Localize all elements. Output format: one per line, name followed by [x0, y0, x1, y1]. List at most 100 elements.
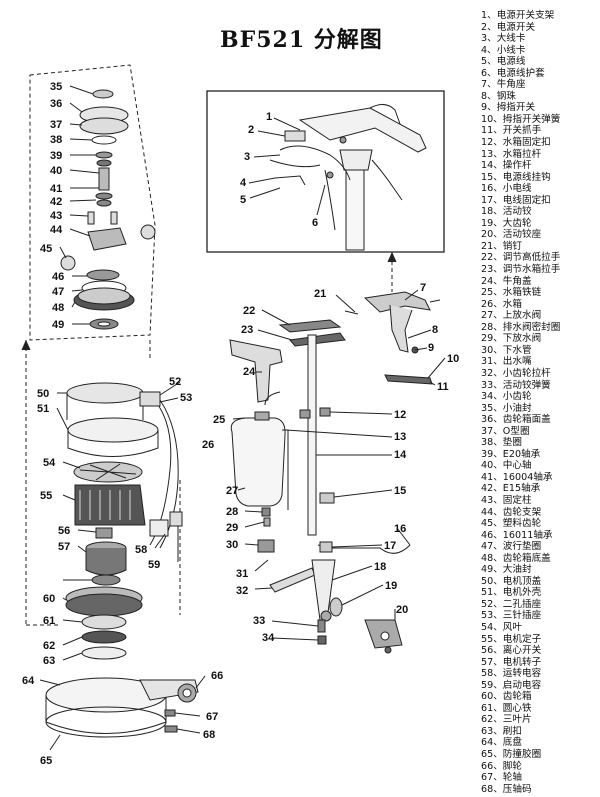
callout-4: 4: [240, 177, 247, 189]
parts-list-item: 25、水箱铁链: [481, 287, 542, 299]
parts-list: 1、电源开关支架 2、电源开关 3、大线卡 4、小线卡 5、电源线 6、电源线护…: [481, 10, 560, 795]
callout-57: 57: [58, 541, 70, 553]
callout-8: 8: [432, 324, 438, 336]
callout-10: 10: [447, 353, 459, 365]
parts-list-item: 19、大齿轮: [481, 217, 532, 229]
parts-list-item: 8、钢珠: [481, 90, 516, 102]
callout-44: 44: [50, 224, 63, 236]
parts-list-item: 48、齿轮箱底盖: [481, 552, 551, 564]
parts-list-item: 32、小齿轮拉杆: [481, 367, 551, 379]
parts-list-item: 41、16004轴承: [481, 471, 553, 483]
parts-list-item: 13、水箱拉杆: [481, 148, 542, 160]
parts-list-item: 65、防撞胶圈: [481, 749, 542, 760]
callout-54: 54: [43, 457, 56, 469]
callout-17: 17: [384, 540, 396, 552]
parts-list-item: 40、中心轴: [481, 460, 532, 472]
inset-connector: [387, 251, 397, 292]
parts-list-item: 9、拇指开关: [481, 102, 536, 114]
parts-list-item: 59、启动电容: [481, 679, 542, 691]
callout-59: 59: [148, 559, 160, 571]
parts-list-item: 10、拇指开关弹簧: [481, 113, 561, 125]
callout-6: 6: [312, 217, 318, 229]
parts-list-item: 16、小电线: [481, 183, 532, 195]
callout-15: 15: [394, 485, 406, 497]
handle-assembly: [229, 289, 446, 654]
parts-list-item: 21、销钉: [481, 240, 522, 252]
parts-list-item: 26、水箱: [481, 298, 522, 310]
callout-33: 33: [253, 615, 265, 627]
parts-list-item: 7、牛角座: [481, 79, 526, 91]
callout-53: 53: [180, 392, 192, 404]
callout-49: 49: [52, 319, 64, 331]
callout-38: 38: [50, 134, 62, 146]
parts-list-item: 36、齿轮箱面盖: [481, 414, 551, 426]
parts-list-item: 31、出水嘴: [481, 356, 532, 368]
parts-list-item: 63、刷扣: [481, 725, 522, 737]
parts-list-item: 12、水箱固定扣: [481, 137, 551, 149]
parts-list-item: 6、电源线护套: [481, 67, 545, 79]
switch-detail-inset: [206, 90, 445, 253]
callout-41: 41: [50, 183, 62, 195]
callout-32: 32: [236, 585, 248, 597]
gearbox-parts: [59, 85, 156, 330]
callout-48: 48: [52, 302, 64, 314]
callout-3: 3: [244, 151, 250, 163]
callout-12: 12: [394, 409, 406, 421]
callout-16: 16: [394, 523, 406, 535]
callout-27: 27: [226, 485, 238, 497]
callout-14: 14: [394, 449, 407, 461]
parts-list-item: 24、牛角盖: [481, 275, 532, 287]
callout-13: 13: [394, 431, 406, 443]
callout-26: 26: [202, 439, 214, 451]
parts-list-item: 49、大油封: [481, 564, 532, 576]
parts-list-item: 68、压轴码: [481, 783, 532, 795]
diagram-title: BF521 分解图: [220, 27, 383, 53]
callout-67: 67: [206, 711, 218, 723]
callout-52: 52: [169, 376, 181, 388]
gearbox-connector: [21, 339, 181, 626]
callout-68: 68: [203, 729, 215, 741]
parts-list-item: 5、电源线: [481, 56, 526, 68]
gearbox-dashed-box: [29, 64, 156, 341]
parts-list-item: 20、活动铰座: [481, 229, 542, 241]
callout-63: 63: [43, 655, 55, 667]
parts-list-item: 3、大线卡: [481, 33, 526, 45]
callout-45: 45: [40, 243, 52, 255]
callout-40: 40: [50, 165, 62, 177]
callout-64: 64: [22, 675, 35, 687]
motor-assembly: [39, 381, 206, 751]
callout-37: 37: [50, 119, 62, 131]
parts-list-item: 67、轮轴: [481, 772, 522, 784]
parts-list-item: 44、齿轮支架: [481, 506, 542, 518]
callout-labels: 1 2 3 4 5 6 7 8 9 10 11 12 13 14 15 16 1…: [22, 81, 459, 767]
callout-55: 55: [40, 490, 52, 502]
callout-43: 43: [50, 210, 62, 222]
parts-list-item: 29、下放水阀: [481, 333, 542, 345]
callout-11: 11: [437, 381, 449, 393]
callout-21: 21: [314, 288, 326, 300]
parts-list-item: 33、活动铰弹簧: [481, 379, 551, 391]
parts-list-item: 30、下水管: [481, 344, 532, 356]
callout-34: 34: [262, 632, 275, 644]
parts-list-item: 22、调节高低拉手: [481, 252, 561, 264]
callout-39: 39: [50, 150, 62, 162]
callout-1: 1: [266, 111, 272, 123]
callout-51: 51: [37, 403, 49, 415]
parts-list-item: 47、波行垫圈: [481, 541, 542, 553]
callout-60: 60: [43, 593, 55, 605]
callout-7: 7: [420, 282, 426, 294]
callout-20: 20: [396, 604, 408, 616]
callout-36: 36: [50, 98, 62, 110]
parts-list-item: 11、开关抓手: [481, 125, 542, 137]
callout-62: 62: [43, 640, 55, 652]
callout-19: 19: [385, 580, 397, 592]
callout-9: 9: [428, 342, 434, 354]
parts-list-item: 58、运转电容: [481, 668, 542, 680]
parts-list-item: 17、电线固定扣: [481, 194, 551, 206]
parts-list-item: 57、电机转子: [481, 656, 542, 668]
callout-50: 50: [37, 388, 49, 400]
callout-58: 58: [135, 544, 147, 556]
parts-list-item: 38、垫圈: [481, 437, 522, 449]
callout-66: 66: [211, 670, 223, 682]
